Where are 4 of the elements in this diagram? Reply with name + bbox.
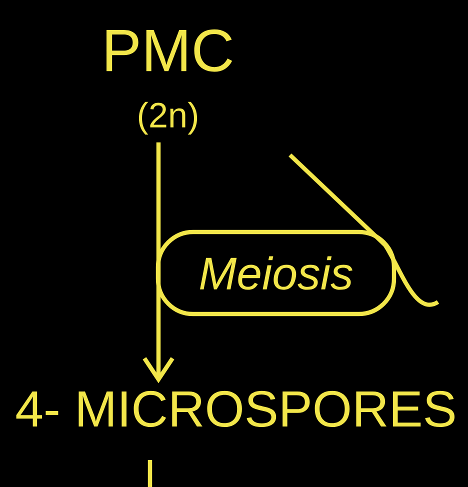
label-text: 4- MICROSPORES: [16, 390, 454, 428]
process-box: Meiosis: [156, 230, 396, 316]
arrow: [142, 142, 174, 384]
label-text: PMC (2n): [106, 29, 232, 135]
